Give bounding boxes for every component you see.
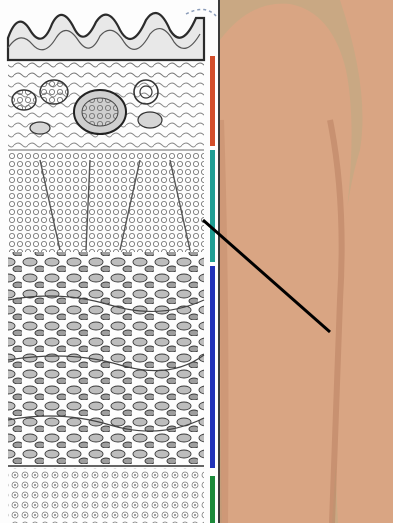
green-layer-bar (210, 476, 215, 523)
deep-layer (8, 466, 204, 523)
teal-layer-bar (210, 150, 215, 262)
fat-layer (8, 152, 204, 252)
tissue-cross-section-illustration (0, 0, 220, 523)
epidermis-layer (8, 13, 204, 80)
upper-arm-photo (220, 0, 393, 523)
muscle-layer (8, 252, 204, 464)
arm-illustration (220, 0, 393, 523)
dermis-layer (8, 80, 204, 150)
red-layer-bar (210, 56, 215, 146)
tissue-drawing (0, 0, 220, 523)
arm-edge-shadow (220, 120, 225, 523)
blue-layer-bar (210, 266, 215, 468)
